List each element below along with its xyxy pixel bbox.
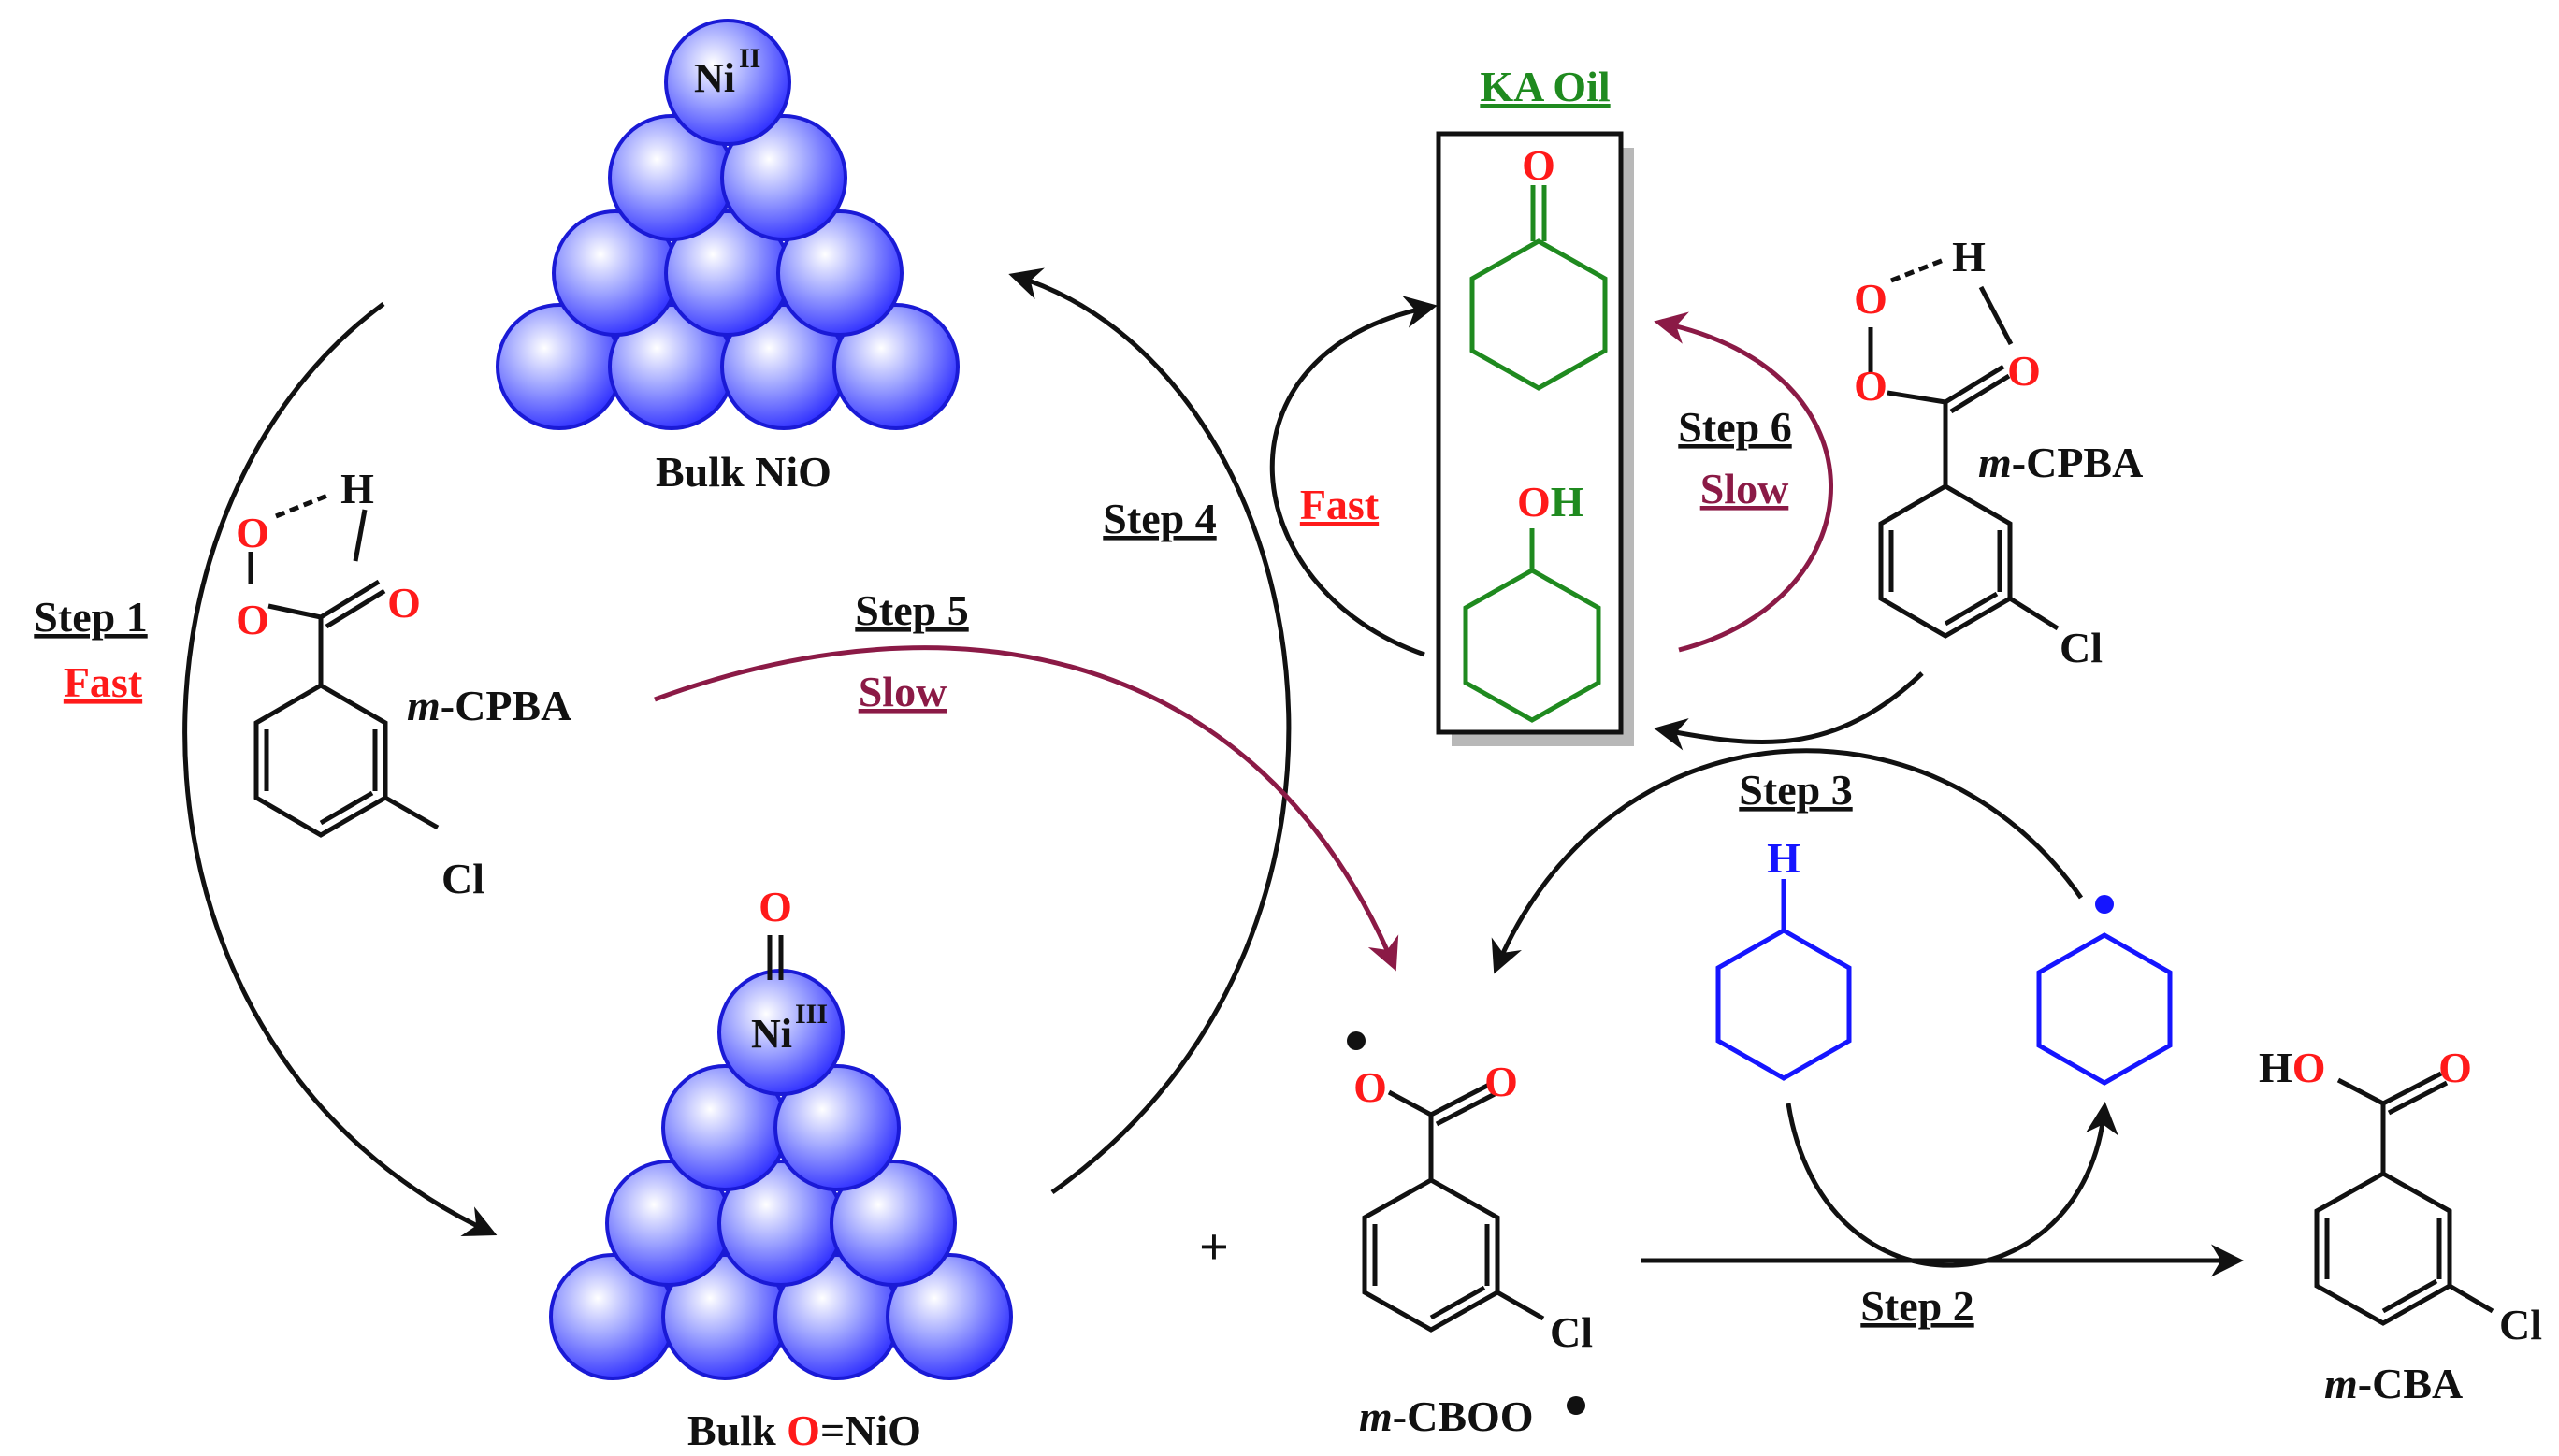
mcpba-left-label: m-CPBA (407, 682, 571, 729)
mcboo-atoms: O O Cl m-CBOO (1347, 1031, 1593, 1440)
step4-speed: Fast (1300, 481, 1380, 528)
bulk-oxo-nio-cluster: O Ni III Bulk O=NiO (549, 883, 1013, 1454)
step5-arrow (654, 645, 1399, 972)
step6-label: Step 6 (1678, 403, 1791, 451)
mcpba-left-h: H (340, 465, 374, 512)
step2-cycle-arrow (1786, 1102, 2118, 1268)
mcba-ho: HO (2259, 1044, 2326, 1091)
mcpba-right-o1: O (1854, 275, 1887, 323)
mcpba-left-o3: O (387, 579, 421, 627)
cyclohexyl-radical (2036, 932, 2173, 1086)
step5-speed: Slow (859, 668, 947, 715)
bulk-oxo-nio-label: Bulk O=NiO (687, 1406, 921, 1454)
step4-label: Step 4 (1103, 495, 1216, 542)
mcpba-right-atoms: O O O H Cl m-CPBA (1854, 233, 2143, 671)
mcboo-label: m-CBOO (1359, 1392, 1534, 1440)
cyclohexane (1715, 879, 1852, 1081)
step6-arrow (1654, 311, 1833, 653)
bulk-nio-label: Bulk NiO (656, 448, 831, 496)
radical-dot-icon (1347, 1031, 1366, 1050)
step3-arrow-to-cboo (1491, 748, 2084, 974)
sphere-pyramid-icon (549, 969, 1013, 1380)
step1-speed: Fast (64, 658, 143, 706)
step1-arrow (182, 301, 498, 1237)
mcpba-left (248, 493, 440, 838)
ni-oxidation-bottom: III (795, 999, 828, 1030)
step1-label: Step 1 (34, 593, 147, 641)
fast-arrow-to-ka (1269, 296, 1438, 657)
mcpba-left-o2: O (236, 596, 269, 643)
cyclohexane-h: H (1767, 834, 1800, 882)
mcpba-left-atoms: O O O H Cl m-CPBA (236, 465, 571, 902)
mcpba-right (1868, 257, 2060, 639)
step6-speed: Slow (1700, 465, 1789, 512)
mcba-o-carbonyl: O (2438, 1044, 2472, 1091)
mcba (2314, 1071, 2494, 1326)
step2-label: Step 2 (1860, 1282, 1973, 1330)
ni-oxidation-top: II (739, 43, 760, 74)
mcba-cl: Cl (2499, 1301, 2542, 1348)
mcpba-right-h: H (1952, 233, 1986, 281)
mcpba-right-label: m-CPBA (1978, 439, 2143, 486)
ketone-oxygen: O (1522, 141, 1555, 189)
step3-arrow-to-ka (1654, 671, 1924, 751)
bulk-nio-cluster: Ni II Bulk NiO (496, 19, 960, 496)
mcboo-o-radical: O (1353, 1063, 1387, 1111)
alcohol-oh: OH (1517, 478, 1584, 526)
step5-label: Step 5 (855, 586, 968, 634)
mcba-label: m-CBA (2324, 1360, 2463, 1407)
mcboo-radical (1362, 1082, 1545, 1333)
plus-sign: + (1199, 1218, 1229, 1276)
mcboo-o-carbonyl: O (1484, 1058, 1518, 1105)
step4-arrow (1008, 267, 1292, 1195)
ka-oil-box: KA Oil O OH (1436, 63, 1634, 746)
radical-dot-icon (2095, 895, 2114, 914)
mcboo-cl: Cl (1550, 1308, 1593, 1356)
step3-label: Step 3 (1739, 766, 1852, 814)
oxo-oxygen: O (759, 883, 792, 930)
mcpba-left-cl: Cl (441, 855, 484, 902)
mcpba-right-cl: Cl (2060, 624, 2103, 671)
mcba-atoms: HO O Cl m-CBA (2259, 1044, 2542, 1407)
radical-dot-icon (1567, 1396, 1585, 1415)
sphere-pyramid-icon (496, 19, 960, 430)
mcpba-right-o3: O (2007, 347, 2041, 395)
mcpba-left-o1: O (236, 509, 269, 556)
ni-symbol-bottom: Ni (751, 1011, 792, 1057)
ka-oil-title: KA Oil (1480, 63, 1610, 110)
ni-symbol-top: Ni (694, 55, 735, 101)
mcpba-right-o2: O (1854, 362, 1887, 410)
